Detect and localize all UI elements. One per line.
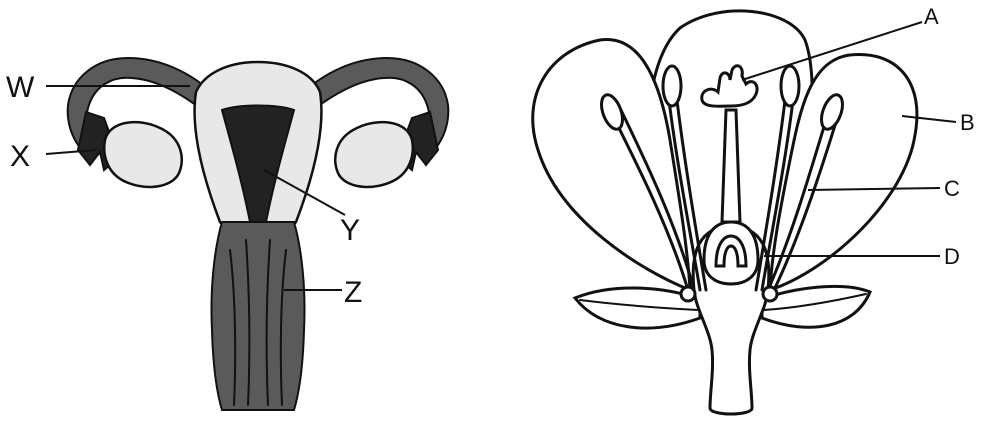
flower-section-diagram: A B C D	[533, 4, 975, 414]
style	[722, 110, 740, 222]
label-c: C	[944, 176, 960, 201]
vagina	[211, 222, 304, 410]
anther	[781, 66, 799, 106]
label-y: Y	[340, 214, 360, 247]
label-w: W	[6, 71, 35, 104]
female-reproductive-system-diagram: W X Y Z	[6, 58, 448, 410]
label-b: B	[960, 110, 975, 135]
label-z: Z	[344, 276, 362, 309]
label-a: A	[924, 4, 939, 29]
label-x: X	[10, 140, 30, 173]
anther	[663, 66, 681, 106]
nectary	[763, 287, 777, 301]
nectary	[681, 287, 695, 301]
right-ovary	[335, 122, 413, 187]
ovary	[704, 222, 758, 284]
left-ovary	[104, 122, 182, 187]
label-d: D	[944, 244, 960, 269]
